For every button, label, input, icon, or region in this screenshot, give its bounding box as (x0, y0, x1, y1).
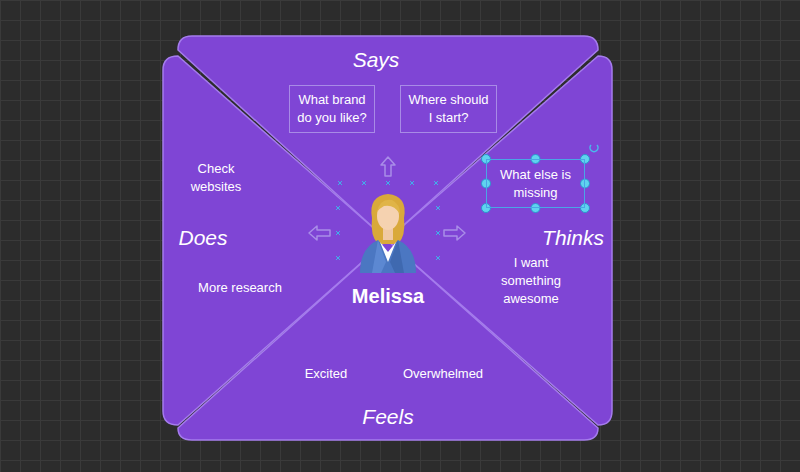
quadrant-title: Thinks (542, 226, 604, 250)
selection-handle (581, 179, 590, 188)
note-text: What else is missing (493, 166, 578, 202)
note-box: What brand do you like? (289, 85, 375, 133)
guide-mark (336, 231, 340, 235)
rotate-handle (590, 145, 598, 152)
quadrant-title: Does (178, 226, 227, 250)
persona-name: Melissa (352, 284, 424, 308)
arrow-icon (444, 226, 465, 240)
guide-mark (336, 256, 340, 260)
note-text: What brand do you like? (296, 91, 368, 127)
guide-mark (436, 256, 440, 260)
guide-mark (386, 181, 390, 185)
selection-handle (531, 204, 540, 213)
note-label: Check websites (179, 160, 253, 196)
guide-mark (336, 231, 340, 235)
guide-mark (336, 206, 340, 210)
guide-mark (386, 181, 390, 185)
note-label: More research (175, 279, 305, 297)
guide-mark (362, 181, 366, 185)
map-quadrant: SaysWhat brand do you like? Where should … (178, 36, 598, 240)
guide-mark (362, 181, 366, 185)
guide-mark (410, 181, 414, 185)
quadrant-title: Says (353, 48, 400, 72)
guide-mark (336, 256, 340, 260)
guide-mark (410, 181, 414, 185)
guide-mark (436, 206, 440, 210)
guide-mark (338, 181, 342, 185)
note-box: What else is missing (486, 159, 585, 208)
note-box: Where should I start? (400, 85, 497, 133)
arrow-icon (309, 226, 330, 240)
note-label: Excited (286, 365, 366, 383)
guide-mark (436, 206, 440, 210)
note-text: Where should I start? (407, 91, 490, 127)
quadrant-title: Feels (362, 405, 413, 429)
guide-mark (436, 231, 440, 235)
guide-mark (336, 206, 340, 210)
guide-mark (434, 181, 438, 185)
guide-mark (338, 181, 342, 185)
note-label: Overwhelmed (388, 365, 498, 383)
guide-mark (436, 256, 440, 260)
note-label: I want something awesome (494, 254, 568, 308)
guide-mark (436, 231, 440, 235)
selection-handle (581, 204, 590, 213)
arrow-icon (381, 157, 395, 176)
persona-icon (360, 194, 416, 273)
guide-mark (434, 181, 438, 185)
